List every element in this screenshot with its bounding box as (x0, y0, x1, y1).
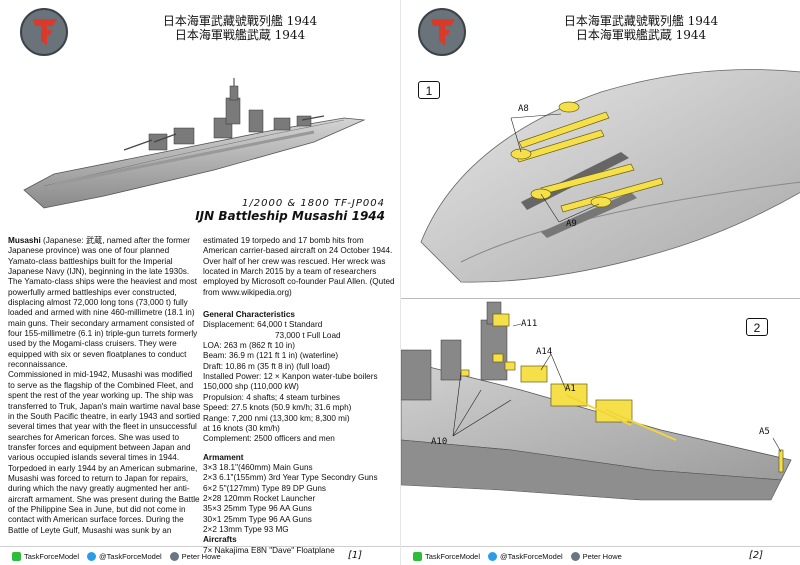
callout-a1: A1 (565, 384, 576, 394)
step-divider (401, 298, 800, 299)
title-line-1: 日本海軍武藏號戰列艦 1944 (162, 14, 318, 28)
armament-line: 3×3 18.1"(460mm) Main Guns (203, 462, 313, 472)
twitter-handle: @TaskForceModel (488, 551, 563, 561)
title-line-1: 日本海軍武藏號戰列艦 1944 (563, 14, 719, 28)
callout-a8: A8 (518, 104, 529, 114)
twitter-icon (87, 551, 97, 561)
description-column-1: Musashi (Japanese: 武蔵, named after the f… (8, 236, 201, 536)
author: Peter Howe (169, 551, 221, 561)
characteristic-line: LOA: 263 m (862 ft 10 in) (203, 341, 295, 351)
right-page: 日本海軍武藏號戰列艦 1944 日本海軍戦艦武蔵 1944 (400, 0, 800, 565)
step-1-stern-render (420, 69, 800, 283)
title-line-2: 日本海軍戦艦武蔵 1944 (575, 28, 707, 42)
characteristic-line: Displacement: 64,000 t Standard (203, 320, 323, 330)
twitter-icon (488, 551, 498, 561)
description-text: (Japanese: 武蔵, named after the former Ja… (8, 236, 198, 370)
characteristics-heading: General Characteristics (203, 310, 295, 320)
characteristic-line: at 16 knots (30 km/h) (203, 423, 280, 433)
characteristic-line: Speed: 27.5 knots (50.9 km/h; 31.6 mph) (203, 403, 352, 413)
description-paragraph: Musashi (Japanese: 武蔵, named after the f… (8, 236, 201, 370)
page-number: [1] (347, 550, 362, 561)
characteristic-line: 150,000 shp (110,000 kW) (203, 382, 299, 392)
page-number: [2] (748, 550, 763, 561)
characteristic-line: 73,000 t Full Load (275, 330, 341, 340)
aircraft-line: 7× Nakajima E8N "Dave" Floatplane (203, 545, 335, 555)
armament-line: 2×28 120mm Rocket Launcher (203, 493, 316, 503)
page-title: 日本海軍武藏號戰列艦 1944 日本海軍戦艦武蔵 1944 (100, 14, 380, 42)
model-scale-code: 1/2000 & 1800 TF-JP004 (242, 198, 385, 209)
wechat-handle: TaskForceModel (413, 551, 480, 561)
aircraft-heading: Aircrafts (203, 535, 237, 545)
characteristic-line: Range: 7,200 nmi (13,300 km; 8,300 mi) (203, 413, 350, 423)
armament-line: 2×3 6.1"(155mm) 3rd Year Type Secondry G… (203, 473, 378, 483)
left-page: 日本海軍武藏號戰列艦 1944 日本海軍戦艦武蔵 1944 (0, 8, 400, 565)
ship-name-bold: Musashi (8, 236, 41, 245)
armament-line: 30×1 25mm Type 96 AA Guns (203, 514, 312, 524)
tf-logo-icon (431, 19, 455, 45)
author-icon (169, 551, 179, 561)
footer-left: TaskForceModel @TaskForceModel Peter How… (0, 546, 400, 565)
callout-a9: A9 (566, 219, 577, 229)
twitter-handle: @TaskForceModel (87, 551, 162, 561)
description-column-2: estimated 19 torpedo and 17 bomb hits fr… (203, 236, 399, 556)
tf-logo (418, 8, 466, 56)
callout-a10: A10 (431, 437, 448, 447)
title-line-2: 日本海軍戦艦武蔵 1944 (174, 28, 306, 42)
page-title: 日本海軍武藏號戰列艦 1944 日本海軍戦艦武蔵 1944 (501, 14, 781, 42)
callout-a5: A5 (759, 427, 770, 437)
characteristic-line: Draft: 10.86 m (35 ft 8 in) (full load) (203, 361, 330, 371)
model-name: IJN Battleship Musashi 1944 (195, 209, 385, 223)
wechat-handle: TaskForceModel (12, 551, 79, 561)
armament-heading: Armament (203, 452, 244, 462)
characteristic-line: Installed Power: 12 × Kanpon water-tube … (203, 372, 378, 382)
callout-a14: A14 (536, 347, 553, 357)
author: Peter Howe (570, 551, 622, 561)
armament-line: 35×3 25mm Type 96 AA Guns (203, 504, 312, 514)
armament-line: 2×2 13mm Type 93 MG (203, 524, 289, 534)
wechat-icon (12, 551, 21, 561)
step-2-label: 2 (746, 318, 768, 336)
armament-line: 6×2 5"(127mm) Type 89 DP Guns (203, 483, 326, 493)
step-2-superstructure-render (401, 301, 792, 501)
model-caption: 1/2000 & 1800 TF-JP004 IJN Battleship Mu… (180, 198, 385, 223)
characteristic-line: Complement: 2500 officers and men (203, 434, 335, 444)
callout-a11: A11 (521, 319, 538, 329)
footer-right: TaskForceModel @TaskForceModel Peter How… (401, 546, 800, 565)
wechat-icon (413, 551, 422, 561)
step-1-label: 1 (418, 81, 440, 99)
characteristic-line: Propulsion: 4 shafts; 4 steam turbines (203, 392, 340, 402)
tf-logo (20, 8, 68, 56)
aircraft-list: 7× Nakajima E8N "Dave" Floatplane (203, 546, 399, 556)
description-continuation: estimated 19 torpedo and 17 bomb hits fr… (203, 236, 395, 297)
characteristic-line: Beam: 36.9 m (121 ft 1 in) (waterline) (203, 351, 339, 361)
ship-render-image (23, 78, 366, 209)
description-paragraph: Commissioned in mid-1942, Musashi was mo… (8, 370, 201, 535)
tf-logo-icon (33, 19, 57, 45)
author-icon (570, 551, 580, 561)
